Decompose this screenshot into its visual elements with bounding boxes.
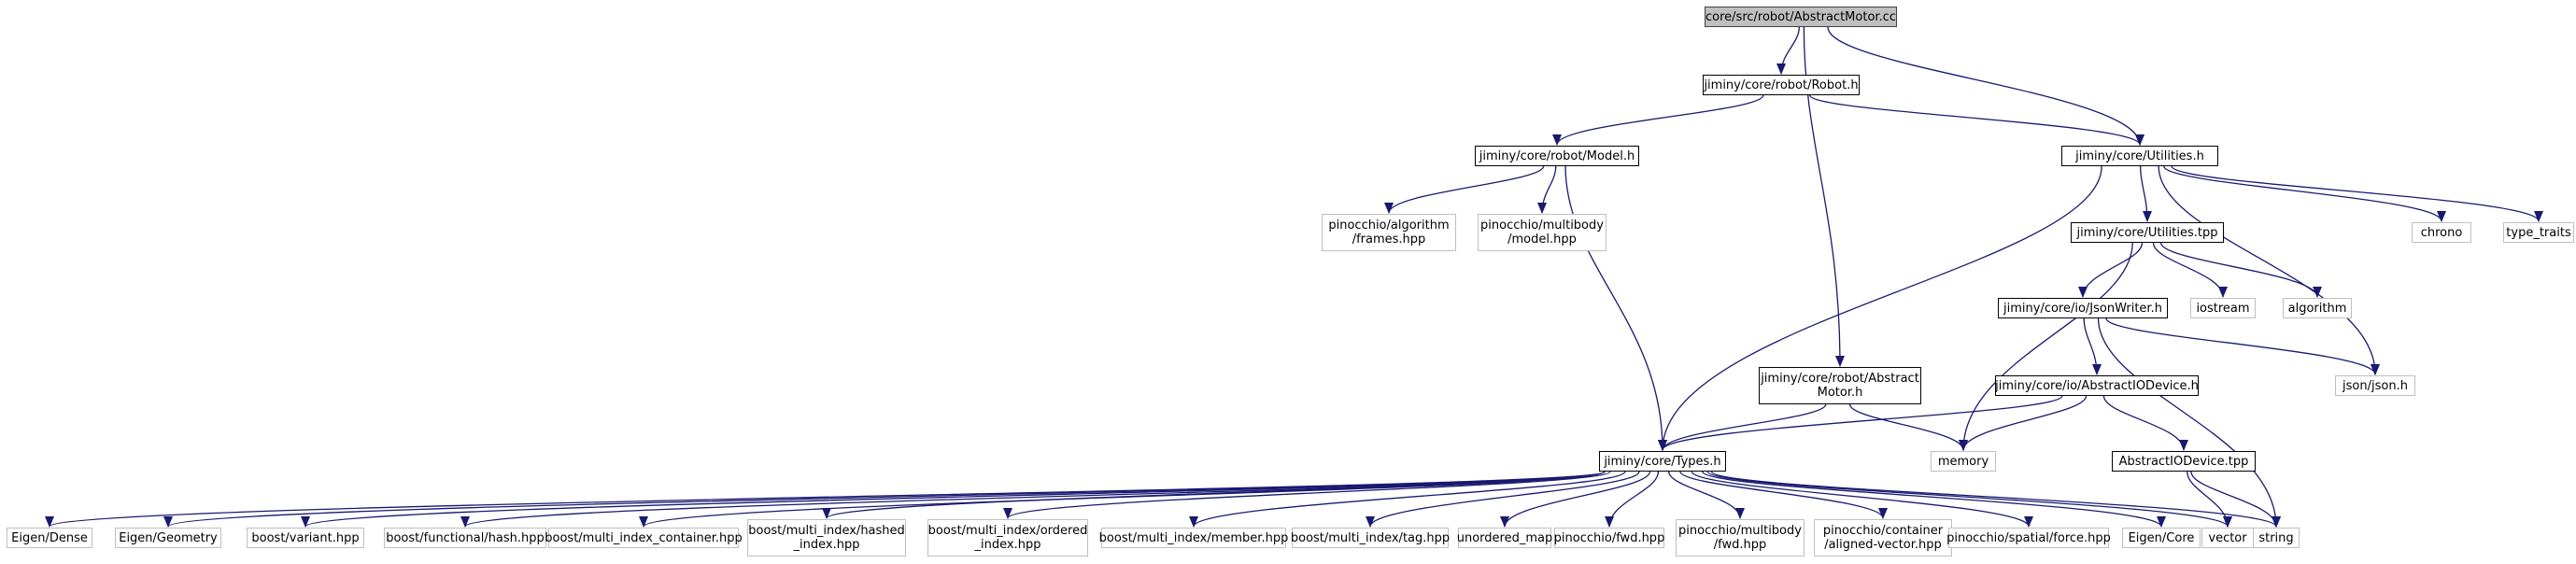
node-iostream: iostream [2190, 298, 2256, 318]
edge-utilities-h-to-type-traits [2171, 165, 2543, 222]
node-mi-container: boost/multi_index_container.hpp [545, 528, 743, 548]
edge-aiodevice-h-to-memory [1959, 395, 2088, 451]
edge-utilities-h-to-chrono [2163, 165, 2446, 222]
node-mi-member: boost/multi_index/member.hpp [1099, 528, 1288, 548]
edge-utilities-tpp-to-memory [1959, 242, 2133, 451]
node-pin-model: pinocchio/multibody /model.hpp [1478, 214, 1606, 251]
node-aiodevice-h[interactable]: jiminy/core/io/AbstractIODevice.h [1995, 375, 2199, 396]
node-algorithm: algorithm [2283, 298, 2352, 318]
node-mi-ordered: boost/multi_index/ordered _index.hpp [927, 519, 1088, 557]
node-eigen-geometry: Eigen/Geometry [115, 528, 221, 548]
node-pin-fwd: pinocchio/fwd.hpp [1554, 528, 1664, 548]
edge-aiodevice-h-to-types [1658, 395, 2063, 451]
node-unordered-map: unordered_map [1457, 528, 1552, 548]
edge-types-to-spatial-force [1691, 471, 2033, 528]
edge-utilities-h-to-types [1658, 165, 2102, 451]
edge-model-to-frames [1384, 165, 1545, 214]
node-vector: vector [2201, 528, 2254, 548]
edge-types-to-vector [1706, 471, 2232, 528]
node-json: json/json.h [2335, 375, 2415, 396]
node-chrono: chrono [2412, 222, 2471, 243]
edge-layer [45, 26, 2543, 528]
edge-types-to-unordered-map [1500, 471, 1651, 528]
node-boost-variant: boost/variant.hpp [247, 528, 364, 548]
edge-types-to-aligned-vector [1679, 471, 1888, 519]
node-robot[interactable]: jiminy/core/robot/Robot.h [1703, 75, 1860, 95]
edge-model-to-types [1564, 165, 1667, 451]
edge-root-to-abstractmotor-h [1803, 26, 1845, 367]
edge-aiodevice-h-to-aiodevice-tpp [2102, 395, 2188, 451]
node-mi-tag: boost/multi_index/tag.hpp [1291, 528, 1450, 548]
edge-types-to-pin-fwd [1605, 471, 1660, 528]
node-type-traits: type_traits [2503, 222, 2574, 243]
node-aligned-vector: pinocchio/container /aligned-vector.hpp [1814, 519, 1952, 557]
edge-abstractmotor-h-to-types [1658, 403, 1827, 451]
edge-utilities-tpp-to-iostream [2152, 242, 2228, 298]
node-jsonwriter[interactable]: jiminy/core/io/JsonWriter.h [1998, 298, 2168, 318]
edge-types-to-mi-ordered [1003, 471, 1611, 519]
edge-jsonwriter-to-aiodevice-h [2083, 317, 2102, 375]
edge-types-to-pin-mb-fwd [1667, 471, 1745, 519]
edge-jsonwriter-to-string [2097, 317, 2281, 528]
edge-types-to-eigen-core [1702, 471, 2166, 528]
edge-root-to-utilities-h [1827, 26, 2144, 146]
edge-jsonwriter-to-json [2105, 317, 2380, 375]
node-utilities-h[interactable]: jiminy/core/Utilities.h [2061, 146, 2218, 166]
node-frames: pinocchio/algorithm /frames.hpp [1322, 214, 1456, 251]
node-abstractmotor-h[interactable]: jiminy/core/robot/Abstract Motor.h [1759, 367, 1921, 404]
edge-utilities-tpp-to-jsonwriter [2078, 242, 2144, 298]
node-eigen-core: Eigen/Core [2122, 528, 2201, 548]
node-pin-mb-fwd: pinocchio/multibody /fwd.hpp [1676, 519, 1805, 557]
node-aiodevice-tpp[interactable]: AbstractIODevice.tpp [2112, 451, 2256, 472]
edge-robot-to-model [1552, 94, 1764, 146]
edge-root-to-robot [1776, 26, 1800, 75]
edge-types-to-mi-member [1189, 471, 1626, 528]
edge-abstractmotor-h-to-memory [1848, 403, 1968, 451]
node-memory: memory [1931, 451, 1996, 472]
edge-types-to-mi-hashed [822, 471, 1606, 519]
node-spatial-force: pinocchio/spatial/force.hpp [1946, 528, 2111, 548]
node-mi-hashed: boost/multi_index/hashed _index.hpp [747, 519, 906, 557]
edge-robot-to-utilities-h [1809, 94, 2144, 146]
node-root: core/src/robot/AbstractMotor.cc [1705, 7, 1897, 27]
node-utilities-tpp[interactable]: jiminy/core/Utilities.tpp [2071, 222, 2224, 243]
node-types[interactable]: jiminy/core/Types.h [1599, 451, 1726, 472]
edge-utilities-tpp-to-algorithm [2159, 242, 2322, 298]
edge-utilities-h-to-utilities-tpp [2139, 165, 2152, 222]
edge-utilities-h-to-json [2158, 165, 2380, 375]
edge-model-to-pin-model [1537, 165, 1557, 214]
node-boost-hash: boost/functional/hash.hpp [384, 528, 546, 548]
edge-types-to-string [1710, 471, 2281, 528]
node-model[interactable]: jiminy/core/robot/Model.h [1475, 146, 1639, 166]
edge-types-to-mi-tag [1366, 471, 1640, 528]
node-string: string [2253, 528, 2300, 548]
node-eigen-dense: Eigen/Dense [7, 528, 92, 548]
